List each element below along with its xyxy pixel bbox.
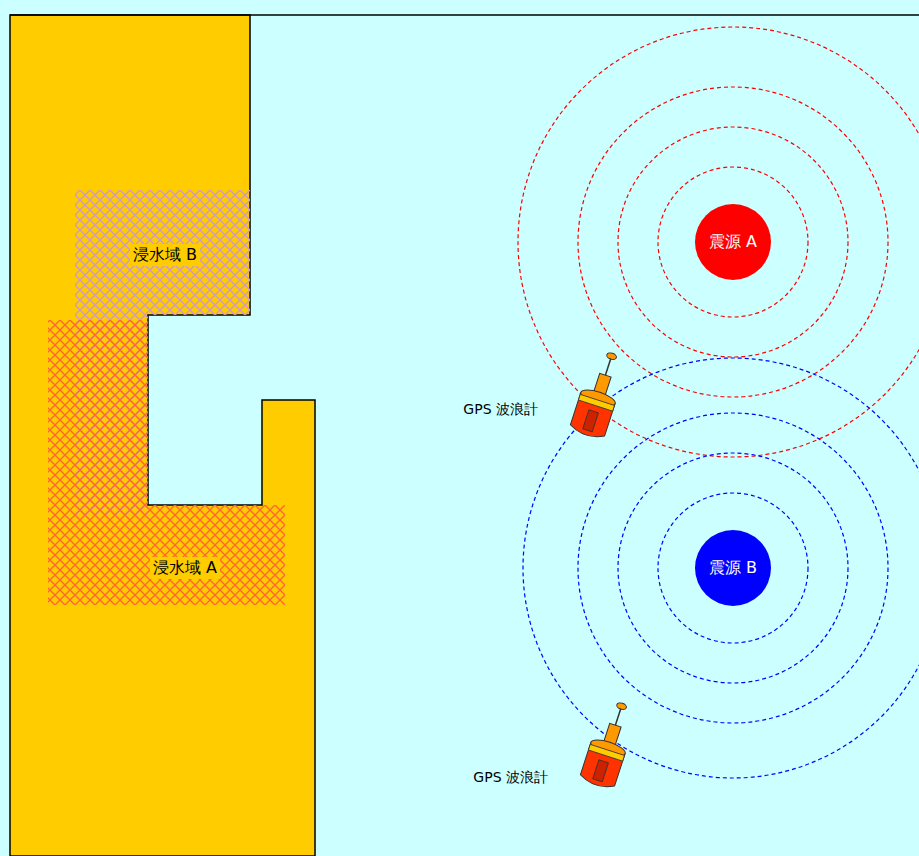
node-text: 浸水域 B xyxy=(130,244,200,265)
node-text: 震源 B xyxy=(709,558,757,577)
inundation-zone: 浸水域 A xyxy=(148,555,223,581)
node-text: 浸水域 A xyxy=(150,557,220,578)
inundation-zone: 浸水域 B xyxy=(128,242,203,268)
epicenter-circle: 震源 B xyxy=(695,530,771,606)
buoy-label: GPS 波浪計 xyxy=(473,769,548,787)
epicenter-circle: 震源 A xyxy=(695,204,771,280)
node-text: 震源 A xyxy=(709,232,757,251)
buoy-label: GPS 波浪計 xyxy=(463,401,538,419)
